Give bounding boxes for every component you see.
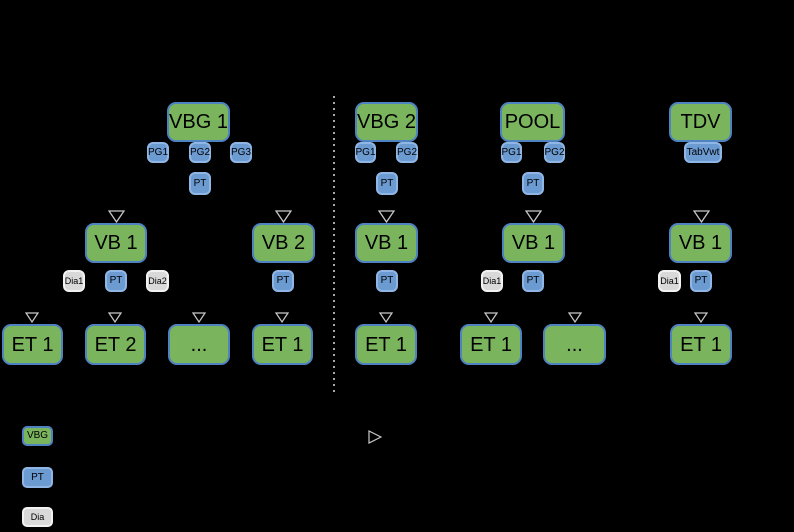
chip-vb1-tdvcol-pt: PT bbox=[690, 270, 712, 292]
node-et1-a: ET 1 bbox=[2, 324, 63, 365]
node-vb2: VB 2 bbox=[252, 223, 315, 263]
chip-vb1-dia2: Dia2 bbox=[146, 270, 169, 292]
chip-vb1-tdvcol-dia1: Dia1 bbox=[658, 270, 681, 292]
node-et-ellipsis-left: ... bbox=[168, 324, 230, 365]
chip-vbg2-pg1: PG1 bbox=[355, 142, 376, 163]
chip-vb1-dia1: Dia1 bbox=[63, 270, 85, 292]
generalization-arrowhead-icon bbox=[694, 312, 708, 323]
legend-swatch-vbg: VBG bbox=[22, 426, 53, 446]
generalization-arrowhead-icon bbox=[379, 312, 393, 323]
generalization-arrowhead-icon bbox=[275, 312, 289, 323]
generalization-arrowhead-icon bbox=[275, 210, 292, 223]
node-vbg1: VBG 1 bbox=[167, 102, 230, 142]
generalization-arrowhead-icon bbox=[484, 312, 498, 323]
node-vb1-left: VB 1 bbox=[85, 223, 147, 263]
node-vbg2: VBG 2 bbox=[355, 102, 418, 142]
chip-pool-pg2: PG2 bbox=[544, 142, 565, 163]
generalization-arrowhead-icon bbox=[25, 312, 39, 323]
node-pool: POOL bbox=[500, 102, 565, 142]
node-vb1-poolcol: VB 1 bbox=[502, 223, 565, 263]
chip-pool-pg1: PG1 bbox=[501, 142, 522, 163]
node-et1-vbg2col: ET 1 bbox=[355, 324, 417, 365]
node-et1-poolcol: ET 1 bbox=[460, 324, 522, 365]
generalization-arrowhead-icon bbox=[108, 312, 122, 323]
generalization-arrowhead-icon bbox=[568, 312, 582, 323]
generalization-arrowhead-icon bbox=[378, 210, 395, 223]
chip-vb1-vbg2col-pt: PT bbox=[376, 270, 398, 292]
chip-vbg1-pg3: PG3 bbox=[230, 142, 252, 163]
node-et1-tdvcol: ET 1 bbox=[670, 324, 732, 365]
node-vb1-tdvcol: VB 1 bbox=[669, 223, 732, 263]
chip-vb2-pt: PT bbox=[272, 270, 294, 292]
node-vb1-vbg2col: VB 1 bbox=[355, 223, 418, 263]
chip-tdv-tabvwt: TabVwt bbox=[684, 142, 722, 163]
generalization-arrowhead-icon bbox=[108, 210, 125, 223]
legend-swatch-pt: PT bbox=[22, 467, 53, 488]
chip-vbg2-pt: PT bbox=[376, 172, 398, 195]
legend-generalization-arrow-icon bbox=[368, 430, 382, 444]
chip-vb1-poolcol-dia1: Dia1 bbox=[481, 270, 503, 292]
chip-vbg1-pt: PT bbox=[189, 172, 211, 195]
chip-vb1-poolcol-pt: PT bbox=[522, 270, 544, 292]
chip-vb1-pt: PT bbox=[105, 270, 127, 292]
node-et2: ET 2 bbox=[85, 324, 146, 365]
chip-vbg2-pg2: PG2 bbox=[396, 142, 418, 163]
legend-swatch-dia: Dia bbox=[22, 507, 53, 527]
chip-vbg1-pg1: PG1 bbox=[147, 142, 169, 163]
chip-vbg1-pg2: PG2 bbox=[189, 142, 211, 163]
chip-pool-pt: PT bbox=[522, 172, 544, 195]
node-et1-b: ET 1 bbox=[252, 324, 313, 365]
section-separator-dotted-line bbox=[333, 96, 335, 392]
generalization-arrowhead-icon bbox=[525, 210, 542, 223]
generalization-arrowhead-icon bbox=[192, 312, 206, 323]
node-tdv: TDV bbox=[669, 102, 732, 142]
generalization-arrowhead-icon bbox=[693, 210, 710, 223]
node-et-ellipsis-poolcol: ... bbox=[543, 324, 606, 365]
